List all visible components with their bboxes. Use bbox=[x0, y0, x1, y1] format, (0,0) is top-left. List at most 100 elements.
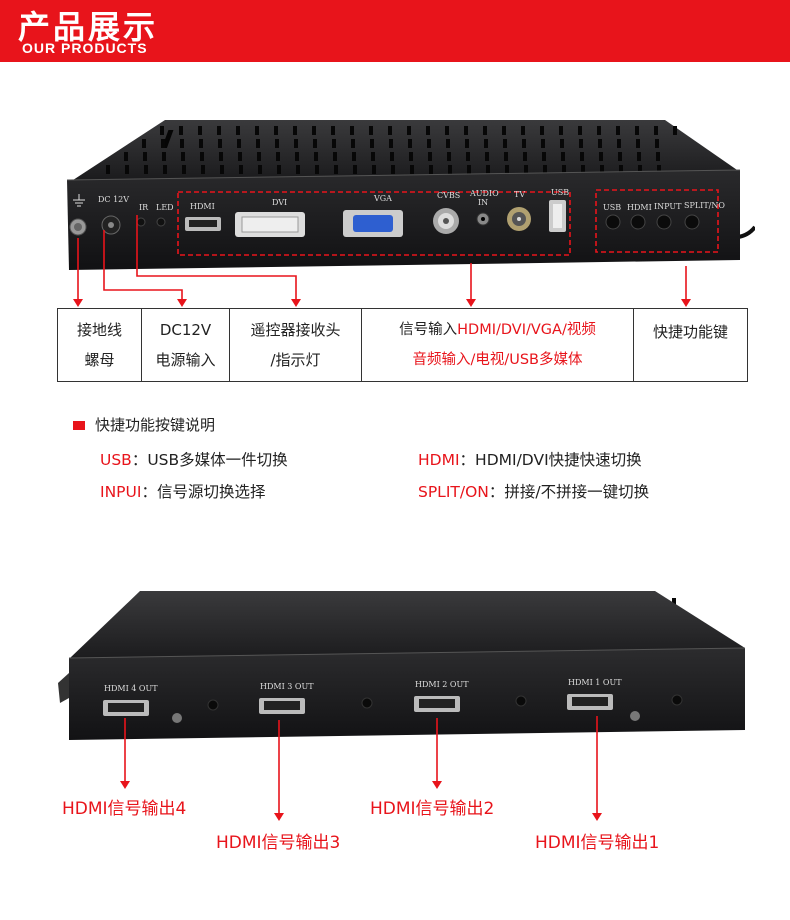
vent-slot bbox=[162, 152, 166, 161]
callout-ground: 接地线 螺母 bbox=[58, 309, 142, 381]
vent-slot bbox=[388, 126, 392, 135]
vent-slot bbox=[448, 165, 452, 174]
legend-key-split: SPLIT/ON bbox=[418, 483, 489, 501]
callout-power-line1: DC12V bbox=[159, 321, 212, 339]
legend-key-input: INPUI bbox=[100, 483, 142, 501]
label-hdmi-3-out: HDMI 3 OUT bbox=[260, 682, 314, 691]
label-split-button: SPLIT/NO bbox=[684, 201, 725, 210]
vent-slot bbox=[521, 126, 525, 135]
vent-slot bbox=[541, 139, 545, 148]
vent-slot bbox=[351, 139, 355, 148]
vent-slot bbox=[465, 139, 469, 148]
vent-slot bbox=[331, 126, 335, 135]
callout-ground-line2: 螺母 bbox=[84, 351, 115, 369]
vent-slot bbox=[447, 152, 451, 161]
vent-slot bbox=[559, 126, 563, 135]
vent-slot bbox=[600, 165, 604, 174]
vent-slot bbox=[560, 139, 564, 148]
vent-slot bbox=[407, 126, 411, 135]
legend-bullet bbox=[73, 421, 85, 430]
output-label-2: HDMI信号输出2 bbox=[370, 799, 495, 819]
vent-slot bbox=[179, 126, 183, 135]
vent-slot bbox=[426, 126, 430, 135]
vent-slot bbox=[485, 152, 489, 161]
vent-slot bbox=[637, 152, 641, 161]
label-led: LED bbox=[156, 203, 174, 212]
vent-slot bbox=[352, 152, 356, 161]
legend-desc-usb: ：USB多媒体一件切换 bbox=[131, 451, 288, 469]
callout-inputs-line1: 信号输入HDMI/DVI/VGA/视频 bbox=[362, 315, 633, 345]
vent-slot bbox=[579, 139, 583, 148]
label-usb-port: USB bbox=[551, 188, 570, 197]
vent-slot bbox=[258, 165, 262, 174]
vent-slot bbox=[332, 139, 336, 148]
vent-slot bbox=[125, 165, 129, 174]
vent-slot bbox=[466, 152, 470, 161]
vent-slot bbox=[371, 152, 375, 161]
vent-slot bbox=[578, 126, 582, 135]
legend-key-usb: USB bbox=[100, 451, 132, 469]
legend-item-split: SPLIT/ON：拼接/不拼接一键切换 bbox=[418, 480, 649, 502]
vent-slot bbox=[199, 139, 203, 148]
vent-slot bbox=[542, 152, 546, 161]
vent-slot bbox=[429, 165, 433, 174]
vent-slot bbox=[635, 126, 639, 135]
vent-slot bbox=[389, 139, 393, 148]
output-label-1: HDMI信号输出1 bbox=[535, 833, 660, 853]
callout-table: 接地线 螺母 DC12V 电源输入 遥控器接收头 /指示灯 信号输入HDMI/D… bbox=[57, 308, 748, 382]
vent-slot bbox=[581, 165, 585, 174]
vent-slot bbox=[180, 139, 184, 148]
vent-slot bbox=[598, 139, 602, 148]
callout-remote-line1: 遥控器接收头 bbox=[250, 321, 341, 339]
vent-slot bbox=[333, 152, 337, 161]
label-tv: TV bbox=[514, 190, 526, 199]
vent-slot bbox=[636, 139, 640, 148]
vent-slot bbox=[467, 165, 471, 174]
vent-slot bbox=[654, 126, 658, 135]
vent-slot bbox=[562, 165, 566, 174]
vent-slot bbox=[142, 139, 146, 148]
vent-slot bbox=[427, 139, 431, 148]
vent-slot bbox=[296, 165, 300, 174]
legend-desc-hdmi: ：HDMI/DVI快捷快速切换 bbox=[459, 451, 642, 469]
label-hdmi-2-out: HDMI 2 OUT bbox=[415, 680, 469, 689]
vent-slot bbox=[673, 126, 677, 135]
legend-title: 快捷功能按键说明 bbox=[95, 416, 216, 434]
vent-slot bbox=[124, 152, 128, 161]
vent-slot bbox=[484, 139, 488, 148]
vent-slot bbox=[597, 126, 601, 135]
vent-slot bbox=[315, 165, 319, 174]
vent-slot bbox=[655, 139, 659, 148]
vent-slot bbox=[540, 126, 544, 135]
vent-slot bbox=[483, 126, 487, 135]
vent-slot bbox=[350, 126, 354, 135]
vent-slot bbox=[182, 165, 186, 174]
vent-slot bbox=[256, 139, 260, 148]
label-hdmi-button: HDMI bbox=[627, 203, 652, 212]
vent-slot bbox=[277, 165, 281, 174]
label-hdmi-in: HDMI bbox=[190, 202, 215, 211]
vent-slot bbox=[543, 165, 547, 174]
vent-slot bbox=[257, 152, 261, 161]
vent-slot bbox=[255, 126, 259, 135]
label-usb-button: USB bbox=[603, 203, 622, 212]
vent-slot bbox=[390, 152, 394, 161]
vent-slot bbox=[106, 165, 110, 174]
callout-ground-line1: 接地线 bbox=[76, 321, 122, 339]
vent-slot bbox=[312, 126, 316, 135]
device-back-image bbox=[58, 591, 746, 740]
legend-item-usb: USB：USB多媒体一件切换 bbox=[100, 448, 288, 470]
vent-slot bbox=[409, 152, 413, 161]
callout-inputs-red2: 音频输入/电视/USB多媒体 bbox=[412, 352, 583, 368]
label-ir: IR bbox=[139, 203, 149, 212]
output-label-4: HDMI信号输出4 bbox=[62, 799, 187, 819]
vent-slot bbox=[524, 165, 528, 174]
vent-slot bbox=[295, 152, 299, 161]
vent-slot bbox=[275, 139, 279, 148]
vent-slot bbox=[294, 139, 298, 148]
vent-slot bbox=[143, 152, 147, 161]
vent-slot bbox=[353, 165, 357, 174]
vent-slot bbox=[238, 152, 242, 161]
vent-slot bbox=[503, 139, 507, 148]
